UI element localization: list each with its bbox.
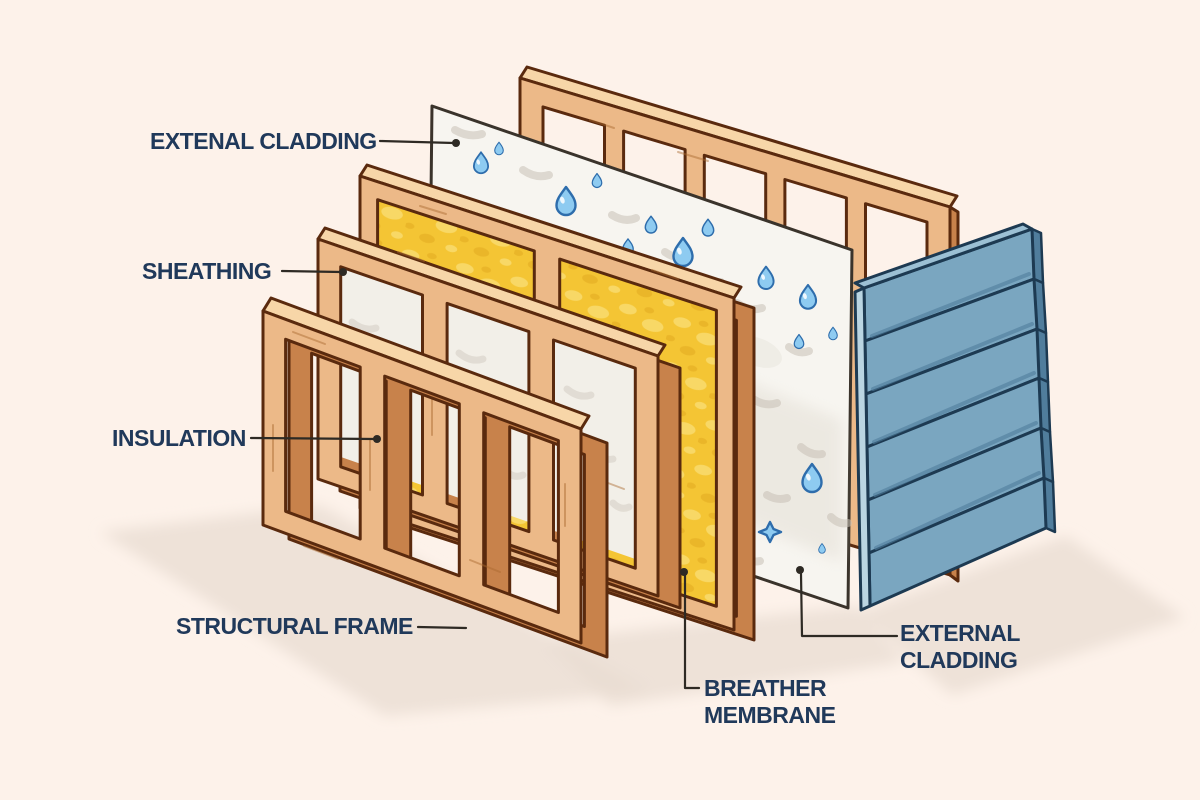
label-sheathing: SHEATHING [142,258,272,285]
label-line: INSULATION [112,425,246,451]
board-overlap-shadows [870,272,1041,550]
structural-frame-face [261,309,583,645]
label-external-cladding-top: EXTENAL CLADDING [150,128,377,155]
structural-frame-layer [261,296,609,659]
external-cladding-panel [853,222,1057,612]
splash-icon [757,520,783,544]
membrane-smudges [451,126,852,566]
label-structural-frame: STRUCTURAL FRAME [176,613,413,640]
water-droplet-icons [472,141,838,554]
ground-shadows [100,505,1185,716]
label-line: MEMBRANE [704,702,836,728]
label-line: CLADDING [900,647,1018,673]
label-line: SHEATHING [142,258,272,284]
label-line: EXTENAL CLADDING [150,128,377,154]
label-line: EXTERNAL [900,620,1020,646]
label-line: STRUCTURAL FRAME [176,613,413,639]
wood-grain [272,331,566,573]
leader-lines [249,139,899,690]
label-external-cladding-right: EXTERNAL CLADDING [900,620,1020,674]
label-insulation: INSULATION [112,425,246,452]
label-breather-membrane: BREATHER MEMBRANE [704,675,836,729]
label-line: BREATHER [704,675,827,701]
